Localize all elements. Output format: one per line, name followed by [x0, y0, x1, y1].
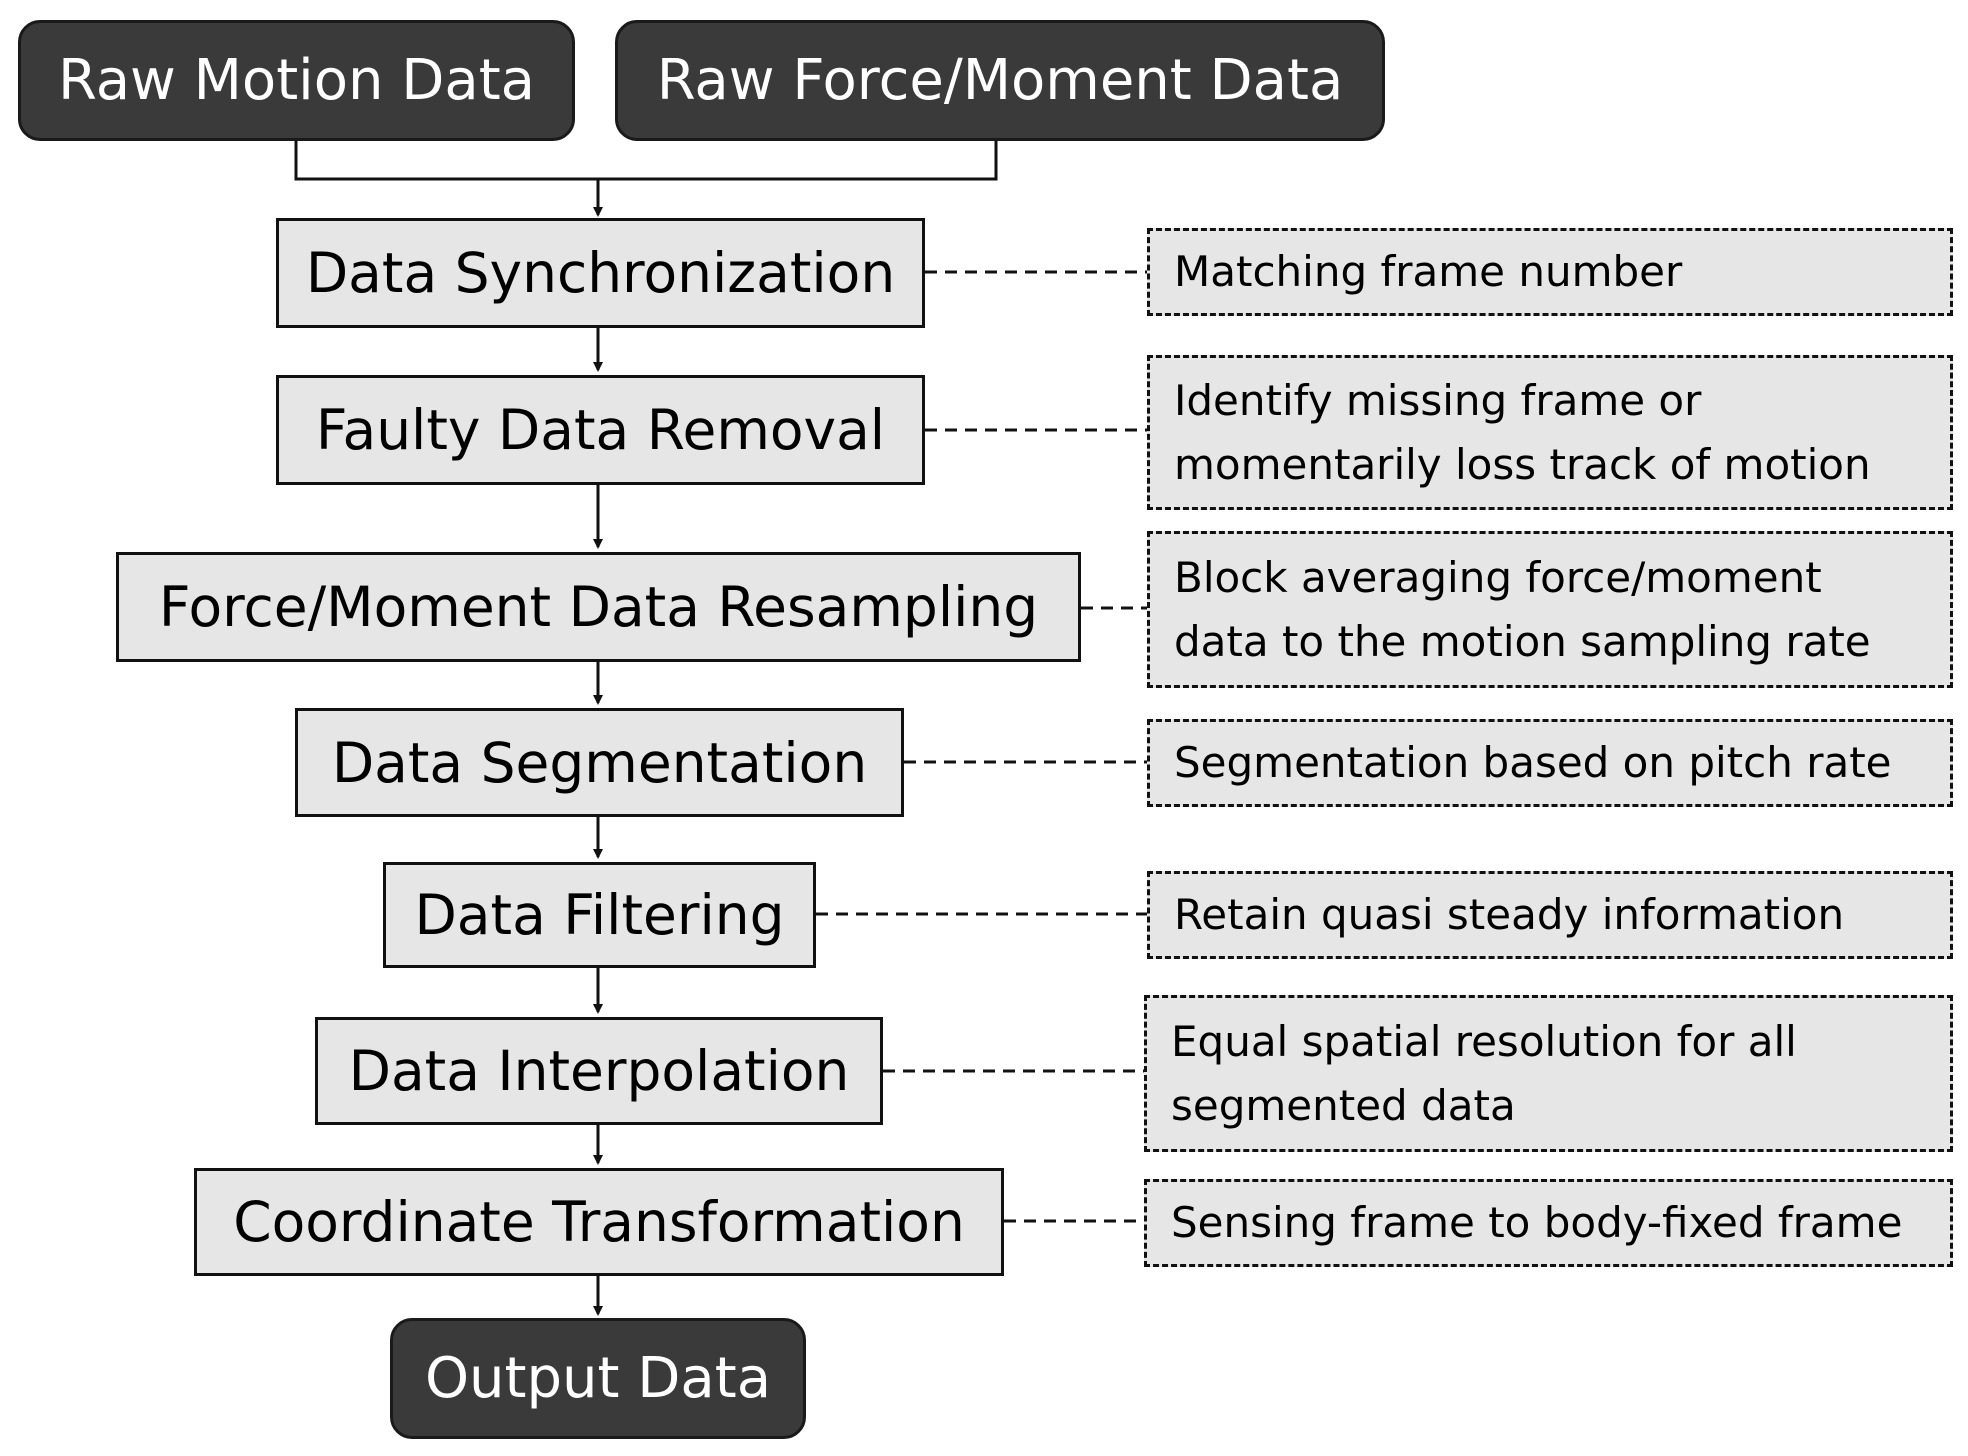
note-resampling-line-2: data to the motion sampling rate	[1174, 616, 1871, 666]
output-data-label: Output Data	[424, 1346, 772, 1411]
data-segmentation-box: Data Segmentation	[295, 708, 904, 817]
note-filtering-line-1: Retain quasi steady information	[1174, 890, 1845, 939]
note-faulty-removal-line-1: Identify missing frame or	[1174, 375, 1702, 425]
note-segmentation-line-1: Segmentation based on pitch rate	[1174, 738, 1892, 787]
data-filtering-box: Data Filtering	[383, 862, 816, 968]
faulty-data-removal-box: Faulty Data Removal	[276, 375, 925, 485]
note-filtering: Retain quasi steady information	[1147, 871, 1953, 959]
coordinate-transformation-label: Coordinate Transformation	[233, 1190, 965, 1254]
note-transformation: Sensing frame to body-fixed frame	[1144, 1179, 1953, 1267]
merge-connector	[294, 141, 998, 181]
note-interpolation-line-2: segmented data	[1171, 1080, 1516, 1130]
raw-motion-data-box: Raw Motion Data	[18, 20, 575, 141]
raw-force-moment-data-box: Raw Force/Moment Data	[615, 20, 1385, 141]
note-faulty-removal-line-2: momentarily loss track of motion	[1174, 439, 1871, 489]
data-synchronization-label: Data Synchronization	[305, 241, 896, 305]
coordinate-transformation-box: Coordinate Transformation	[194, 1168, 1004, 1276]
faulty-data-removal-label: Faulty Data Removal	[315, 398, 886, 462]
output-data-box: Output Data	[390, 1318, 806, 1439]
data-interpolation-box: Data Interpolation	[315, 1017, 883, 1125]
force-moment-resampling-box: Force/Moment Data Resampling	[116, 552, 1081, 662]
raw-motion-data-label: Raw Motion Data	[58, 48, 535, 113]
note-interpolation: Equal spatial resolution for all segment…	[1144, 995, 1953, 1152]
note-synchronization: Matching frame number	[1147, 228, 1953, 316]
data-filtering-label: Data Filtering	[414, 883, 785, 947]
note-faulty-removal: Identify missing frame or momentarily lo…	[1147, 355, 1953, 510]
note-synchronization-line-1: Matching frame number	[1174, 247, 1683, 296]
note-segmentation: Segmentation based on pitch rate	[1147, 719, 1953, 807]
note-resampling-line-1: Block averaging force/moment	[1174, 552, 1822, 602]
data-segmentation-label: Data Segmentation	[331, 730, 868, 795]
force-moment-resampling-label: Force/Moment Data Resampling	[158, 575, 1039, 639]
note-interpolation-line-1: Equal spatial resolution for all	[1171, 1016, 1797, 1066]
data-synchronization-box: Data Synchronization	[276, 218, 925, 328]
raw-force-moment-data-label: Raw Force/Moment Data	[656, 48, 1344, 113]
note-transformation-line-1: Sensing frame to body-fixed frame	[1171, 1198, 1903, 1247]
note-resampling: Block averaging force/moment data to the…	[1147, 531, 1953, 688]
data-interpolation-label: Data Interpolation	[348, 1039, 850, 1103]
